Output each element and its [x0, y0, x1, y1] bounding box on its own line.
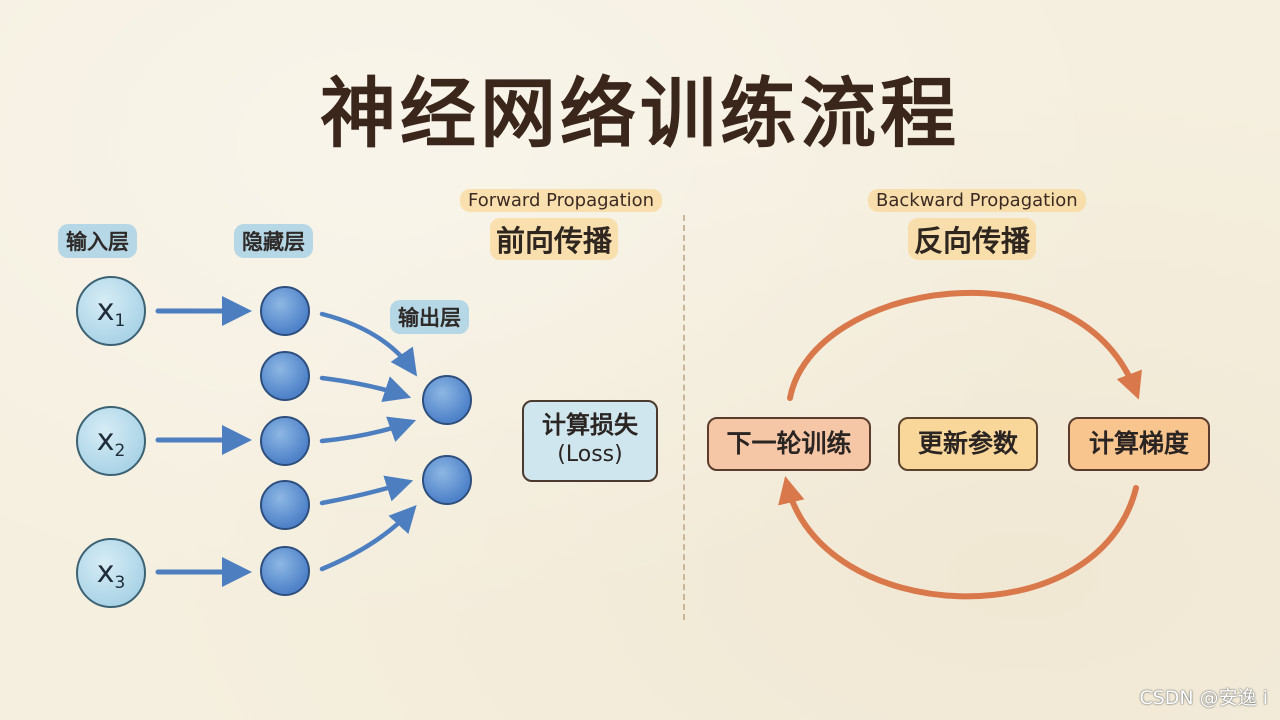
hidden-node: [260, 351, 310, 401]
input-node-x1: x1: [76, 276, 146, 346]
backward-heading-zh: 反向传播: [908, 218, 1037, 260]
hidden-node: [260, 416, 310, 466]
output-layer-label: 输出层: [390, 300, 469, 334]
hidden-layer-label: 隐藏层: [234, 224, 313, 258]
input-node-x2: x2: [76, 406, 146, 476]
output-node: [422, 375, 472, 425]
step-next-round: 下一轮训练: [707, 417, 871, 471]
input-node-x3: x3: [76, 538, 146, 608]
arrow-h4-out2: [319, 475, 414, 506]
arrow-h3-out1: [319, 416, 417, 444]
cycle-arrow-top: [787, 289, 1142, 401]
backward-heading-en: Backward Propagation: [868, 189, 1086, 212]
watermark: CSDN @安逸 i: [1139, 687, 1268, 709]
loss-label-en: (Loss): [557, 442, 623, 467]
arrow-h1-out1: [319, 311, 418, 377]
hidden-node: [260, 480, 310, 530]
input-layer-label: 输入层: [58, 224, 137, 258]
hidden-node: [260, 286, 310, 336]
output-node: [422, 455, 472, 505]
forward-heading-en: Forward Propagation: [460, 189, 663, 212]
page-title: 神经网络训练流程: [320, 69, 960, 158]
cycle-arrow-bottom: [778, 476, 1139, 600]
section-divider: [683, 215, 685, 620]
arrow-h2-out1: [319, 375, 412, 402]
hidden-node: [260, 546, 310, 596]
step-compute-gradient: 计算梯度: [1068, 417, 1210, 471]
loss-box: 计算损失 (Loss): [522, 400, 658, 482]
step-update-params: 更新参数: [898, 417, 1038, 471]
loss-label: 计算损失: [542, 411, 638, 439]
arrow-h5-out2: [319, 505, 417, 572]
forward-heading-zh: 前向传播: [490, 218, 619, 260]
